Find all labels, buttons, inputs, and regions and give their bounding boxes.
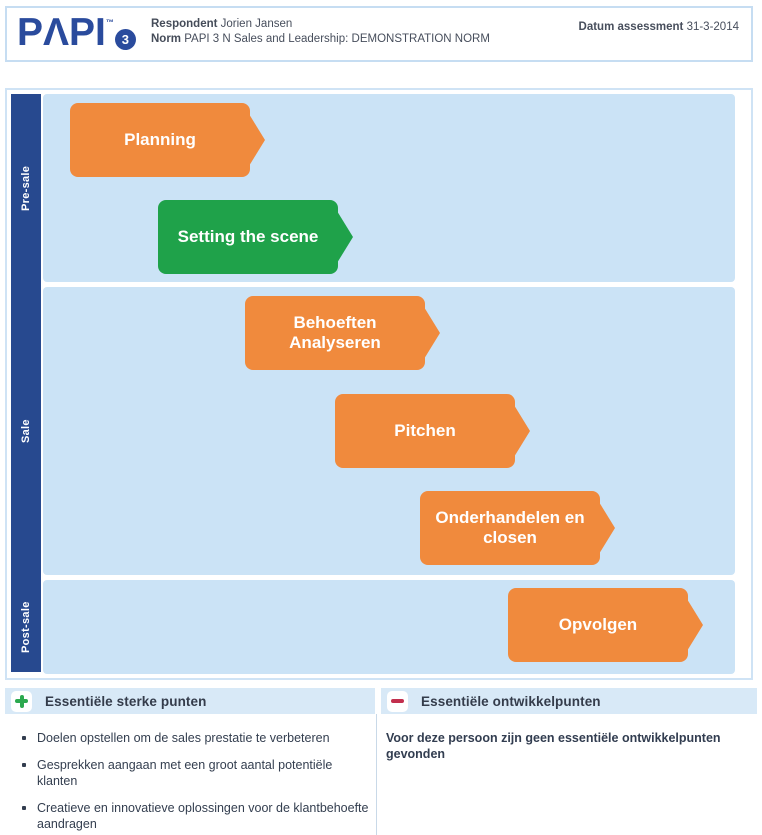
assessment-date-value: 31-3-2014 (686, 21, 739, 33)
norm-line: Norm PAPI 3 N Sales and Leadership: DEMO… (151, 32, 490, 47)
stage-opvolgen: Opvolgen (508, 588, 688, 662)
stage-onderhandelen-en-closen: Onderhandelen en closen (420, 491, 600, 565)
strengths-content: Doelen opstellen om de sales prestatie t… (5, 714, 376, 835)
sales-funnel-diagram: Pre-sale Sale Post-sale Planning Setting… (5, 88, 753, 680)
respondent-line: Respondent Jorien Jansen (151, 17, 490, 32)
papi-3-badge-icon: 3 (114, 29, 136, 50)
strength-item: Creatieve en innovatieve oplossingen voo… (13, 800, 370, 832)
no-development-points-text: Voor deze persoon zijn geen essentiële o… (386, 731, 721, 761)
plus-icon (11, 690, 32, 712)
respondent-label: Respondent (151, 18, 218, 30)
phase-band: Pre-sale Sale Post-sale (11, 94, 41, 672)
stage-pitchen: Pitchen (335, 394, 515, 468)
phase-rows (43, 94, 735, 674)
papi-logo-text: PΛPI (17, 11, 106, 54)
phase-label-sale: Sale (20, 419, 32, 443)
strength-item: Doelen opstellen om de sales prestatie t… (13, 730, 370, 746)
strengths-list: Doelen opstellen om de sales prestatie t… (13, 730, 370, 832)
strength-item: Gesprekken aangaan met een groot aantal … (13, 757, 370, 789)
phase-label-post-sale: Post-sale (20, 601, 32, 653)
stage-behoeften-analyseren: Behoeften Analyseren (245, 296, 425, 370)
report-header: PΛPI ™ 3 Respondent Jorien Jansen Norm P… (5, 6, 753, 62)
papi-logo: PΛPI ™ 3 (17, 12, 136, 54)
assessment-date: Datum assessment 31-3-2014 (579, 21, 739, 33)
trademark-symbol: ™ (105, 18, 114, 27)
respondent-value: Jorien Jansen (220, 18, 293, 30)
development-content: Voor deze persoon zijn geen essentiële o… (376, 714, 757, 835)
development-header: Essentiële ontwikkelpunten (381, 688, 757, 714)
stage-planning: Planning (70, 103, 250, 177)
norm-label: Norm (151, 33, 182, 45)
minus-icon (387, 690, 408, 712)
phase-label-pre-sale: Pre-sale (20, 165, 32, 211)
strengths-title: Essentiële sterke punten (45, 693, 207, 709)
assessment-date-label: Datum assessment (578, 21, 684, 33)
strengths-header: Essentiële sterke punten (5, 688, 375, 714)
stage-setting-the-scene: Setting the scene (158, 200, 338, 274)
development-title: Essentiële ontwikkelpunten (421, 693, 601, 709)
norm-value: PAPI 3 N Sales and Leadership: DEMONSTRA… (184, 33, 490, 45)
respondent-info: Respondent Jorien Jansen Norm PAPI 3 N S… (151, 17, 490, 47)
